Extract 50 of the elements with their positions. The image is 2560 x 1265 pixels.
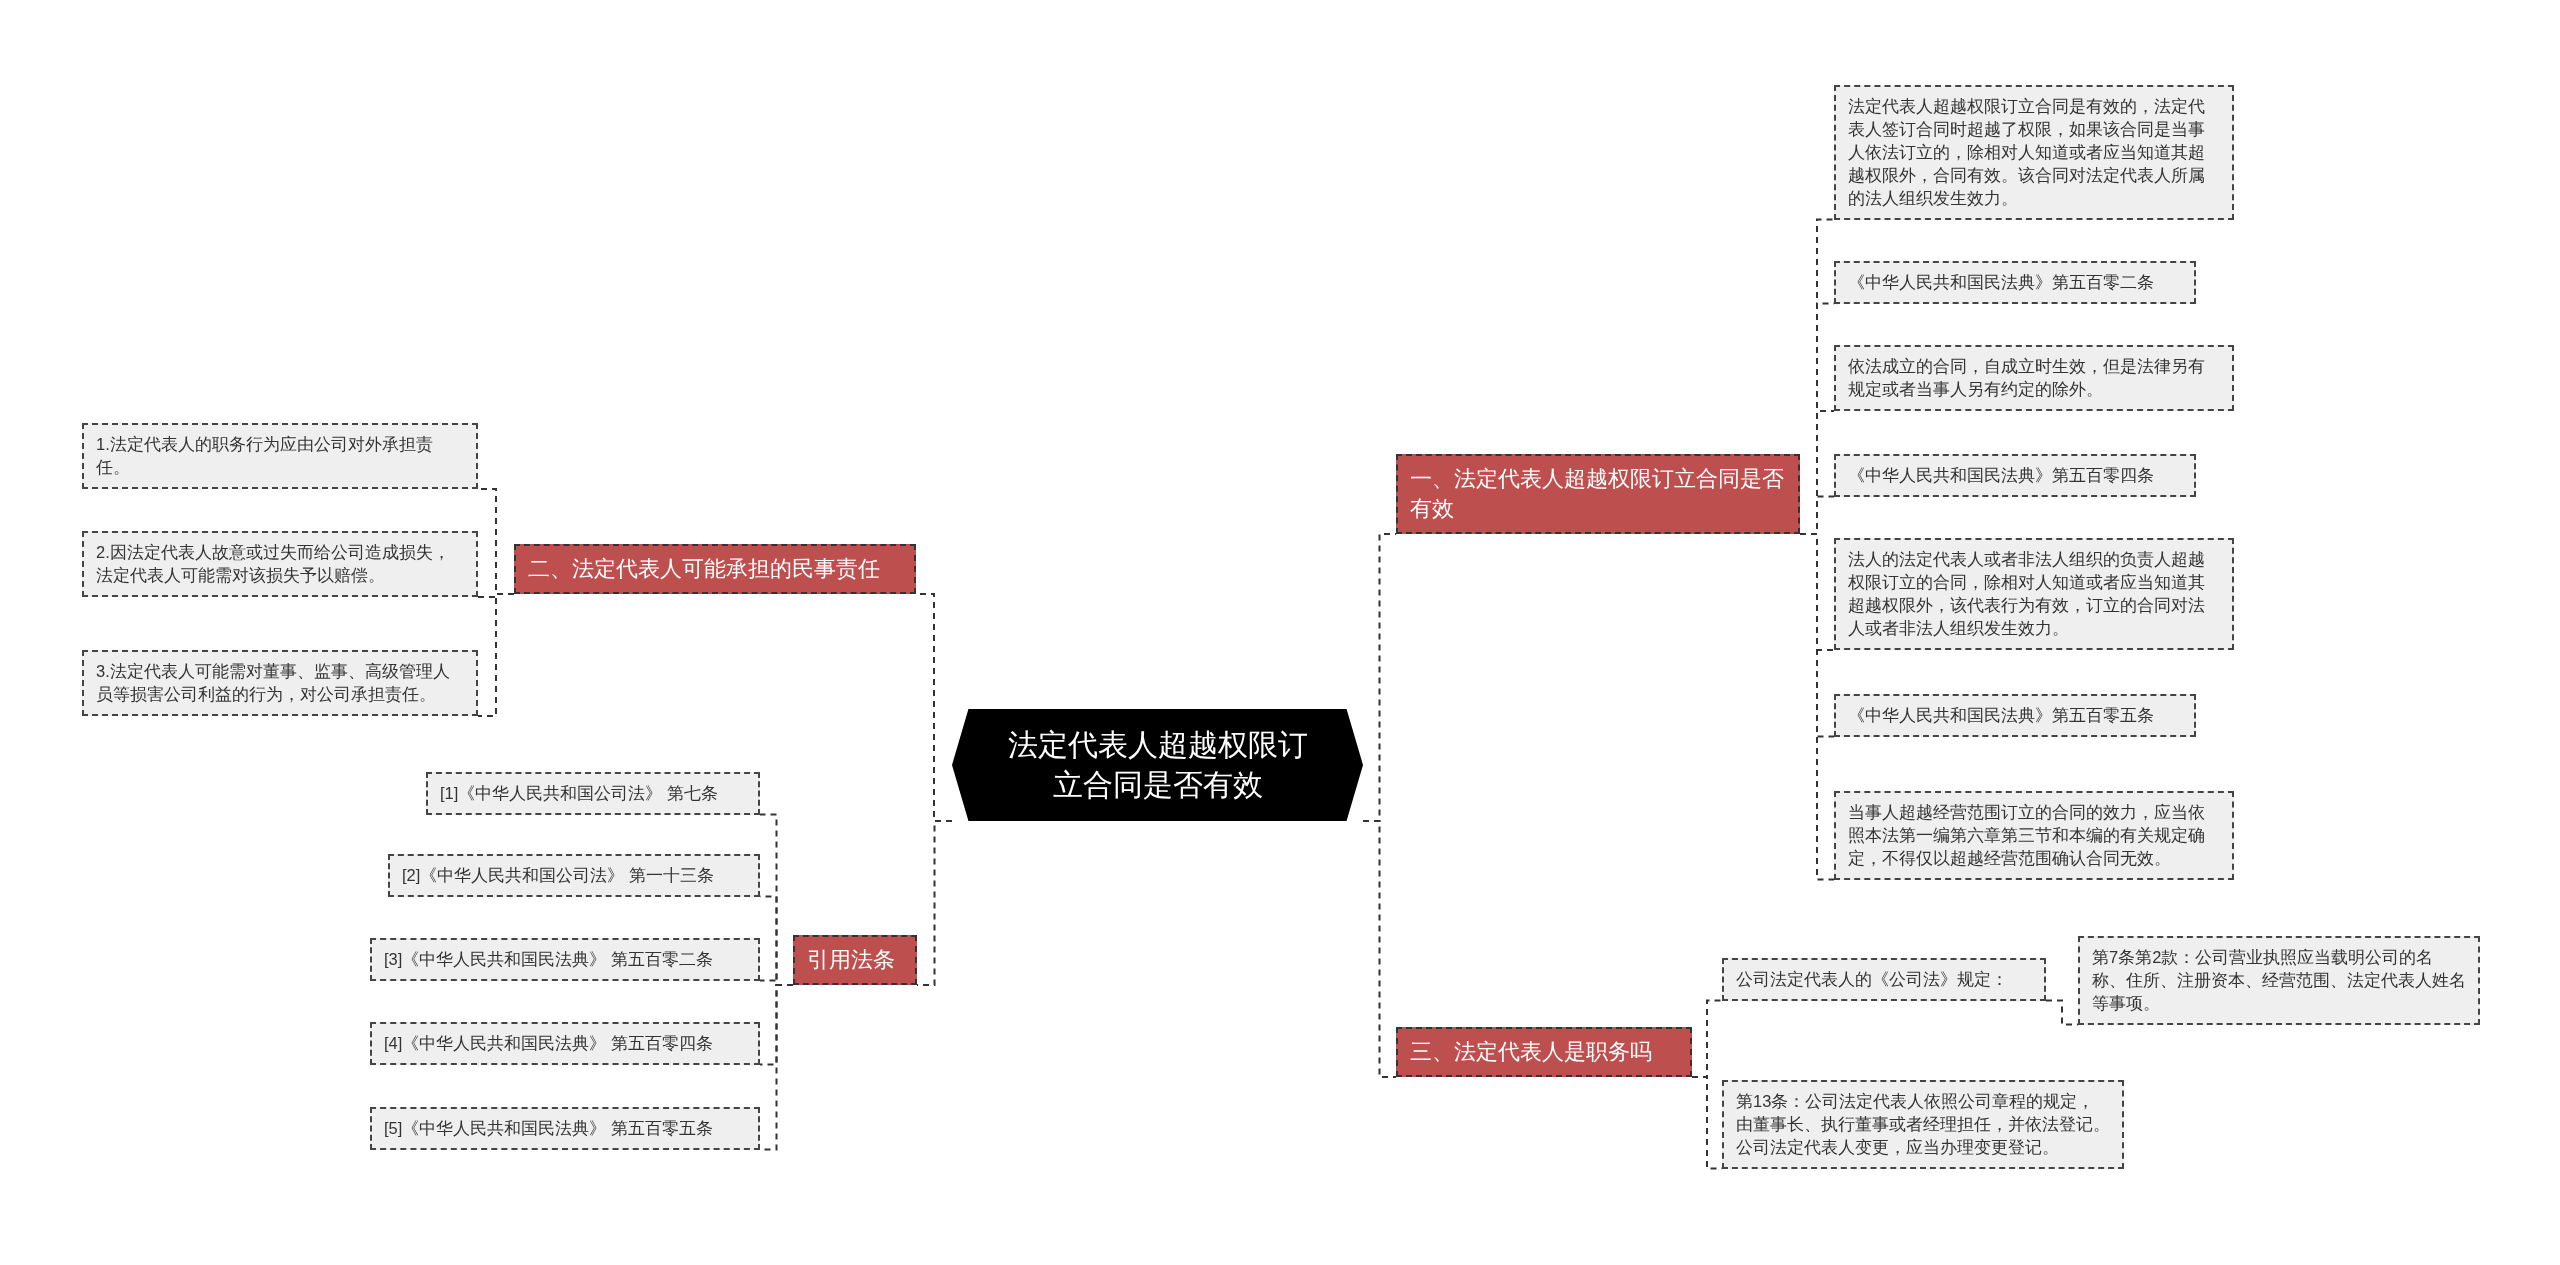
node-text: 第7条第2款：公司营业执照应当载明公司的名称、住所、注册资本、经营范围、法定代表人姓名等事项。 [2092,946,2466,1014]
note-box [1834,538,2234,650]
note-box [82,423,478,489]
note-box [2078,935,2480,1025]
connector-line [1362,820,1397,1078]
node-text: 二、法定代表人可能承担的民事责任 [528,555,881,583]
node-text: 三、法定代表人是职务吗 [1410,1038,1653,1066]
node-text: 2.因法定代表人故意或过失而给公司造成损失，法定代表人可能需对该损失予以赔偿。 [96,542,451,586]
note-box [388,853,760,897]
note-box [1834,84,2234,220]
note-box [1834,345,2234,411]
node-text: 法人的法定代表人或者非法人组织的负责人超越权限订立的合同，除相对人知道或者应当知道其超越权限外，该代表行为有效，订立的合同对法人或者非法人组织发生效力。 [1848,549,2206,639]
node-text: [2]《中华人民共和国公司法》 第一十三条 [402,864,715,886]
note-box [82,650,478,716]
node-text: [1]《中华人民共和国公司法》 第七条 [440,782,719,804]
note-box [82,531,478,597]
node-text: 《中华人民共和国民法典》第五百零二条 [1848,271,2155,293]
connector-line [2045,999,2079,1026]
node-text: 1.法定代表人的职务行为应由公司对外承担责任。 [96,434,434,478]
node-text: 法定代表人超越权限订立合同是有效的，法定代表人签订合同时超越了权限，如果该合同是当事人依法订立的，除相对人知道或者应当知道其超越权限外，合同有效。该合同对法定代表人所属的法人组织发生效力。 [1848,95,2206,209]
node-text: 第13条：公司法定代表人依照公司章程的规定，由董事长、执行董事或者经理担任，并依法登记。公司法定代表人变更，应当办理变更登记。 [1736,1090,2110,1158]
branch-box [514,544,916,594]
note-box [1722,957,2046,1001]
note-box [370,1106,760,1150]
note-box [370,937,760,981]
node-text: 当事人超越经营范围订立的合同的效力，应当依照本法第一编第六章第三节和本编的有关规定确定，不得仅以超越经营范围确认合同无效。 [1848,801,2206,869]
branch-box [1396,454,1800,534]
note-box [426,771,760,815]
node-text: 一、法定代表人超越权限订立合同是否有效 [1410,465,1785,523]
node-text: [4]《中华人民共和国民法典》 第五百零四条 [384,1032,714,1054]
node-text: [3]《中华人民共和国民法典》 第五百零二条 [384,948,714,970]
connector-line [477,593,515,717]
connector-line [916,820,953,986]
node-text: 《中华人民共和国民法典》第五百零四条 [1848,464,2155,486]
node-text: 法定代表人超越权限订立合同是否有效 [1006,727,1309,803]
note-box [1722,1079,2124,1169]
node-text: 《中华人民共和国民法典》第五百零五条 [1848,704,2155,726]
note-box [1834,453,2196,497]
node-text: 引用法条 [807,946,896,974]
node-text: 公司法定代表人的《公司法》规定： [1736,968,2009,990]
note-box [1834,790,2234,880]
branch-box [1396,1027,1692,1077]
node-text: [5]《中华人民共和国民法典》 第五百零五条 [384,1117,714,1139]
note-box [1834,693,2196,737]
node-text: 依法成立的合同，自成立时生效，但是法律另有规定或者当事人另有约定的除外。 [1848,356,2206,400]
connector-line [1799,533,1835,881]
branch-box [793,935,917,985]
note-box [1834,260,2196,304]
node-text: 3.法定代表人可能需对董事、监事、高级管理人员等损害公司利益的行为，对公司承担责任。 [96,661,451,705]
note-box [370,1021,760,1065]
